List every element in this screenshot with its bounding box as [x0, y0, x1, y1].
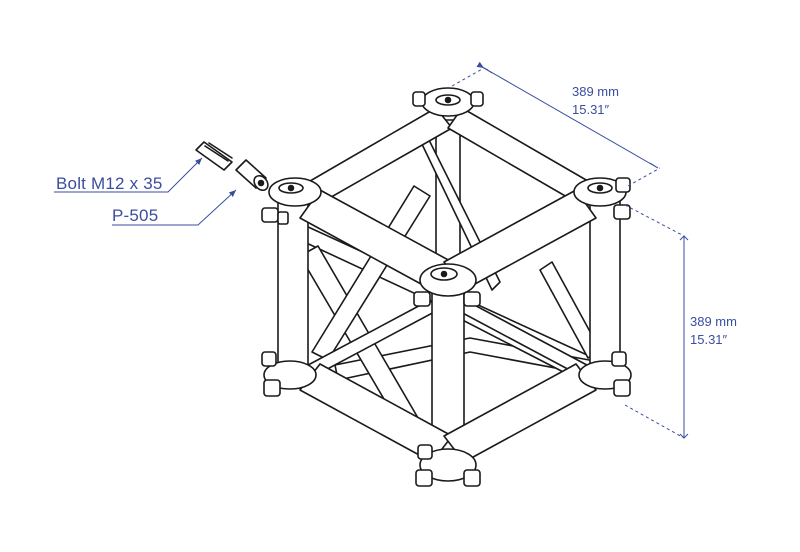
- top-back-edges: [297, 107, 601, 209]
- bolt-leader-line: [54, 157, 203, 193]
- node-top-front: [413, 263, 481, 307]
- node-bottom-right: [578, 351, 632, 397]
- node-bottom-front: [415, 444, 481, 487]
- width-dimension-in: 15.31″: [572, 102, 610, 117]
- bolt-callout-label: Bolt M12 x 35: [56, 174, 163, 193]
- height-dimension-mm: 389 mm: [690, 314, 737, 329]
- right-vertical-tube: [589, 199, 621, 373]
- height-dimension: [624, 204, 689, 439]
- width-dimension-mm: 389 mm: [572, 84, 619, 99]
- left-vertical-tube: [277, 199, 309, 373]
- pin-callout-label: P-505: [112, 206, 159, 225]
- node-top-right: [573, 177, 631, 220]
- node-bottom-left: [261, 351, 317, 397]
- bolt-part: [195, 141, 233, 171]
- width-dimension: [451, 61, 661, 187]
- pin-leader-line: [112, 189, 237, 226]
- bottom-front-edges: [299, 363, 597, 463]
- pin-part: [235, 159, 269, 192]
- node-top-back: [412, 87, 484, 117]
- node-top-left: [261, 177, 322, 225]
- height-dimension-in: 15.31″: [690, 332, 728, 347]
